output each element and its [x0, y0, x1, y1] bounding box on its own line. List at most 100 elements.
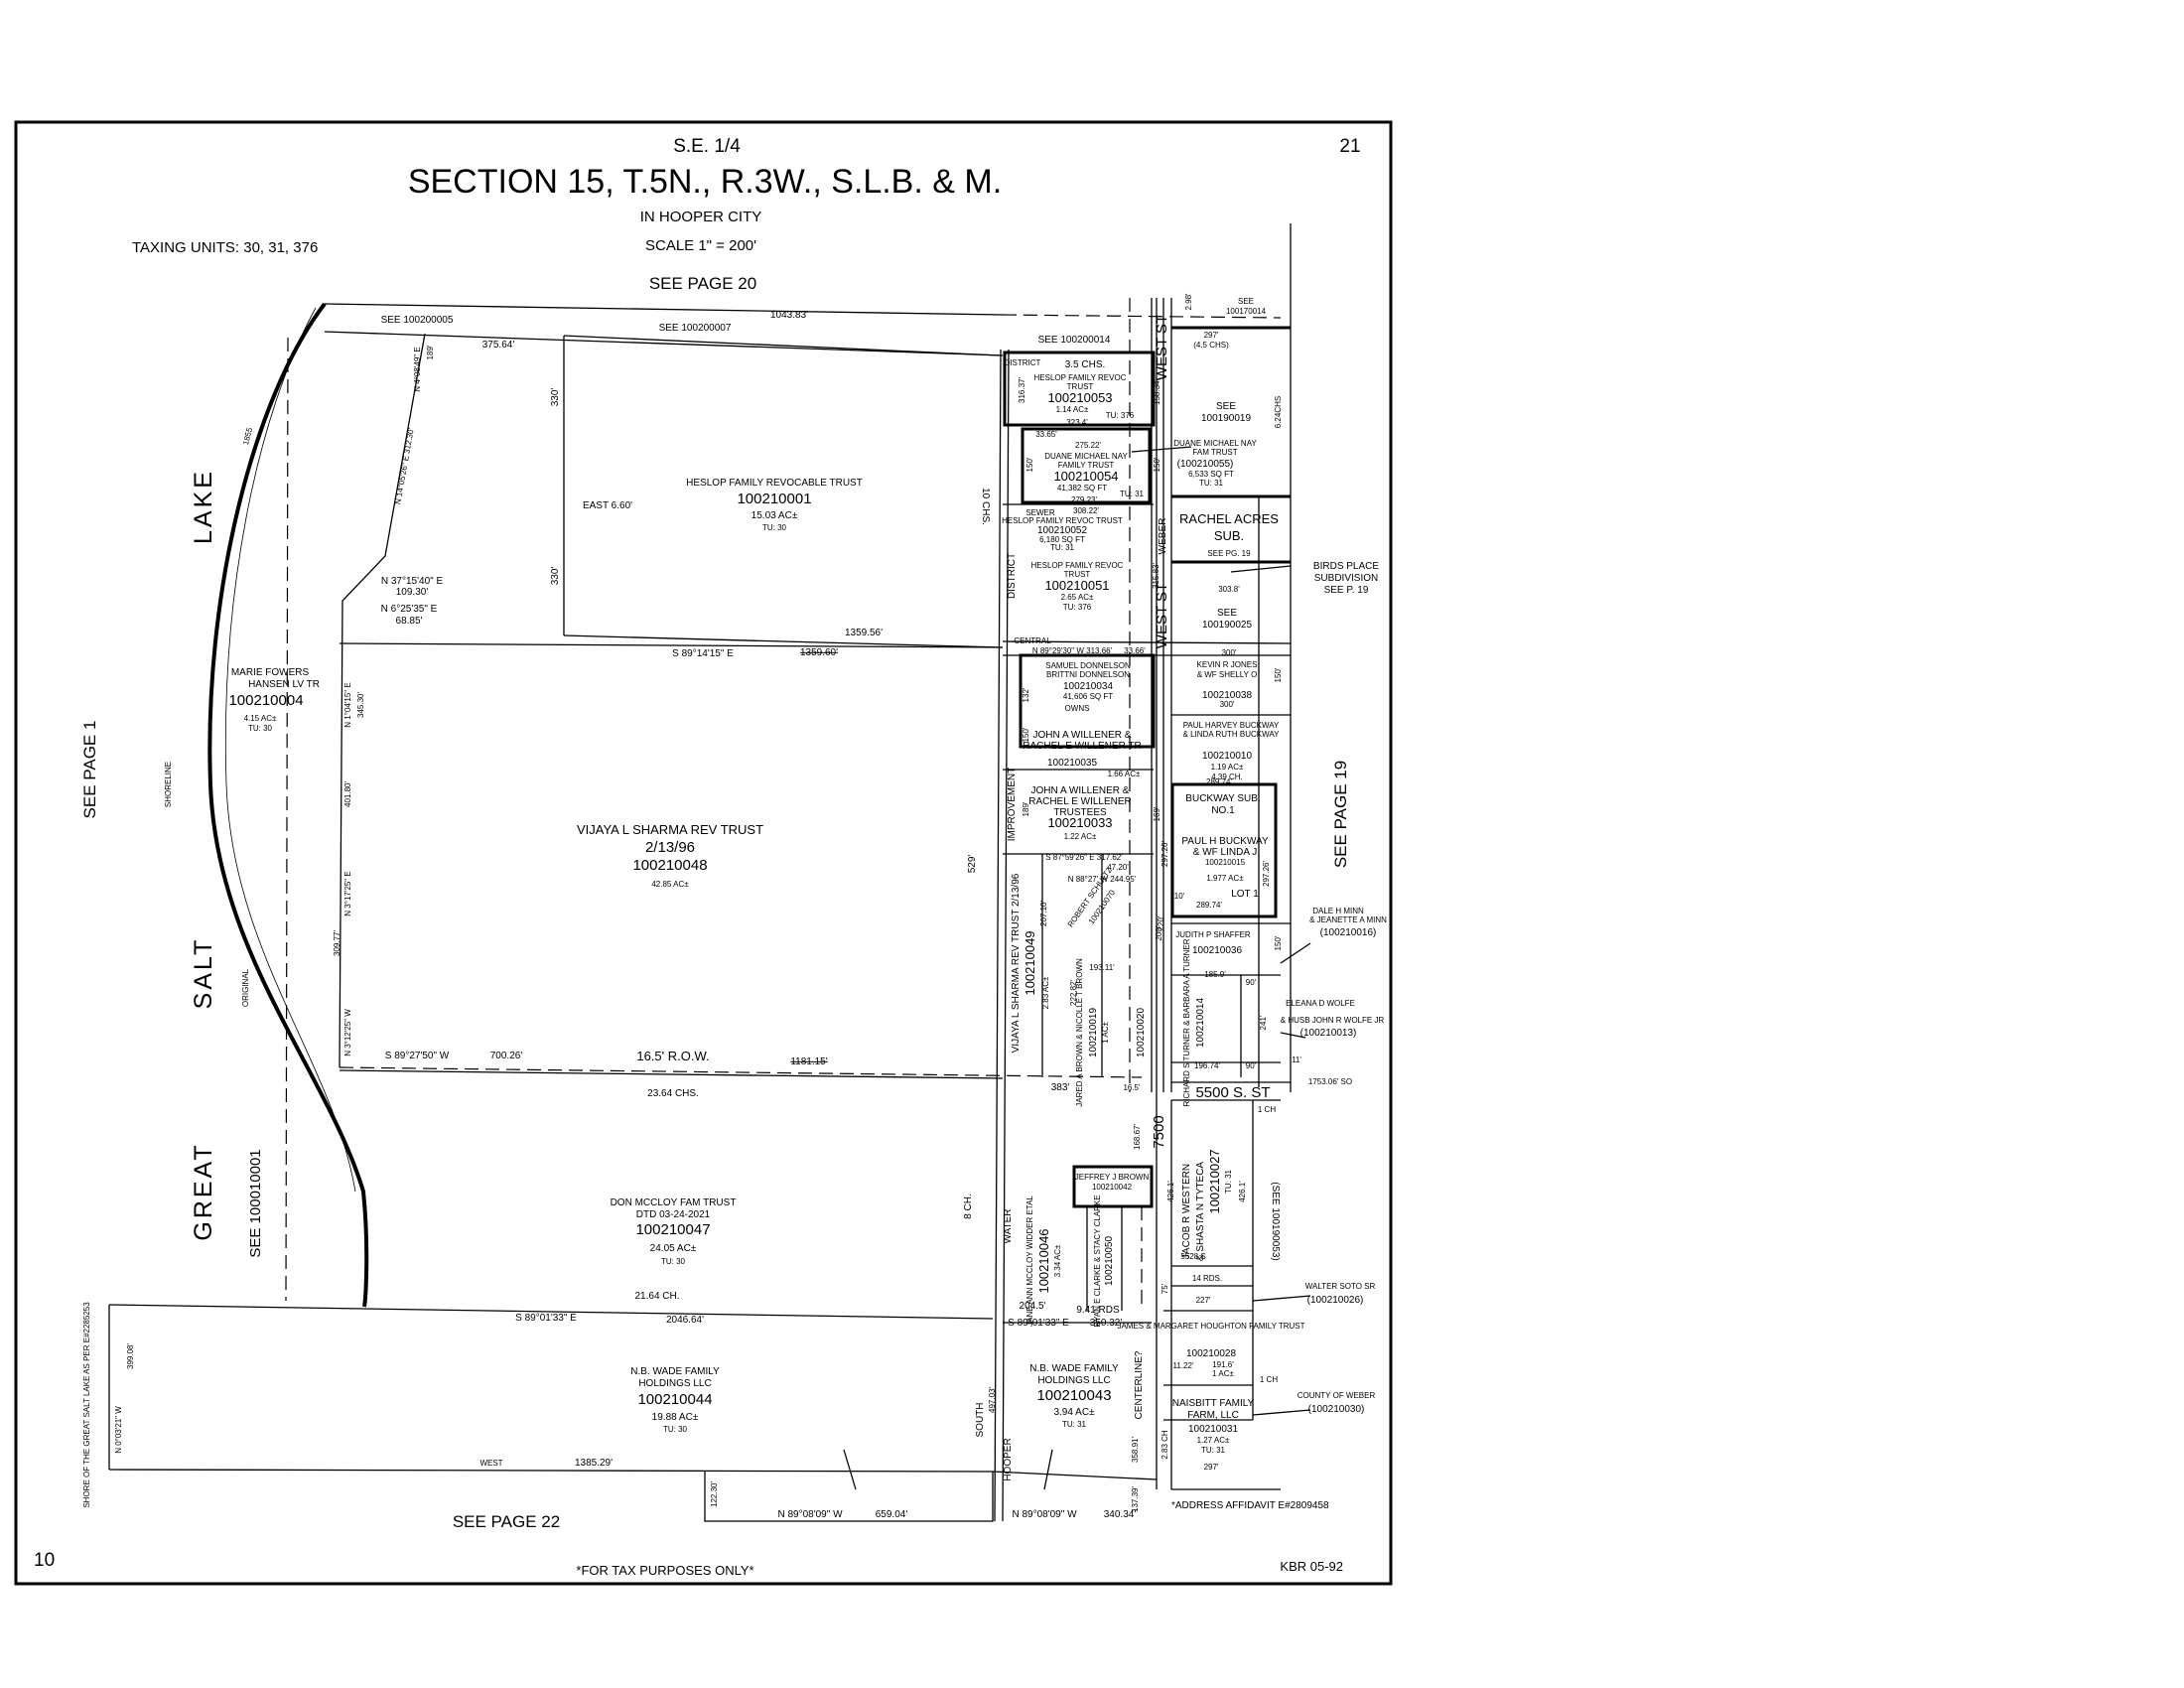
svg-text:100210004: 100210004	[228, 692, 303, 709]
svg-text:TRUST: TRUST	[1064, 570, 1091, 579]
svg-text:PAUL H BUCKWAY: PAUL H BUCKWAY	[1181, 836, 1269, 847]
svg-text:2.83 AC±: 2.83 AC±	[1041, 976, 1050, 1009]
svg-text:2.65 AC±: 2.65 AC±	[1061, 593, 1094, 602]
svg-text:TU: 31: TU: 31	[1199, 479, 1224, 488]
district-label-2: DISTRICT	[1007, 553, 1018, 599]
parcel-100210001: HESLOP FAMILY REVOCABLE TRUST 100210001 …	[686, 478, 863, 532]
svg-text:N 1°04'15" E: N 1°04'15" E	[343, 682, 352, 727]
svg-text:497.03': 497.03'	[988, 1387, 997, 1413]
west-call-label: WEST	[479, 1459, 502, 1468]
svg-text:VIJAYA L SHARMA REV TRUST 2/13: VIJAYA L SHARMA REV TRUST 2/13/96	[1011, 873, 1022, 1053]
see-100190025-a: SEE	[1217, 608, 1237, 619]
svg-text:100210046: 100210046	[1036, 1228, 1051, 1293]
parcel-100210044: N.B. WADE FAMILY HOLDINGS LLC 100210044 …	[630, 1366, 720, 1434]
svg-text:47.20': 47.20'	[1107, 863, 1129, 872]
west-st-label-2: WEST ST	[1154, 583, 1170, 648]
svg-text:DALE H MINN: DALE H MINN	[1312, 907, 1364, 915]
parcel-100210053: HESLOP FAMILY REVOC TRUST 100210053 1.14…	[1034, 373, 1135, 420]
see-100200007: SEE 100200007	[659, 323, 732, 334]
svg-text:90': 90'	[1246, 1061, 1257, 1070]
svg-text:N 37°15'40" E: N 37°15'40" E	[381, 576, 444, 587]
svg-text:SEE P. 19: SEE P. 19	[1324, 585, 1369, 596]
svg-text:168.67': 168.67'	[1133, 1124, 1142, 1150]
svg-text:JARED A BROWN & NICOLLE T BROW: JARED A BROWN & NICOLLE T BROWN	[1075, 958, 1084, 1107]
south-label: SOUTH	[975, 1403, 986, 1438]
svg-text:3.94 AC±: 3.94 AC±	[1053, 1407, 1095, 1418]
svg-text:100210031: 100210031	[1188, 1424, 1238, 1435]
see-page-1: SEE PAGE 1	[80, 721, 99, 819]
svg-text:204.5': 204.5'	[1020, 1301, 1046, 1312]
svg-text:24.05 AC±: 24.05 AC±	[650, 1243, 697, 1254]
svg-text:100210042: 100210042	[1092, 1183, 1133, 1192]
svg-text:100210048: 100210048	[632, 857, 707, 874]
svg-text:JUDITH P SHAFFER: JUDITH P SHAFFER	[1175, 930, 1251, 939]
parcel-100210051: HESLOP FAMILY REVOC TRUST 100210051 2.65…	[1031, 561, 1124, 612]
birds-place-subdivision: BIRDS PLACE SUBDIVISION SEE P. 19	[1313, 561, 1379, 596]
svg-text:150': 150'	[1274, 667, 1283, 682]
parcel-100210036: JUDITH P SHAFFER 100210036	[1175, 930, 1251, 956]
svg-text:5528 S: 5528 S	[1180, 1252, 1205, 1261]
svg-text:S 89°01'33" E: S 89°01'33" E	[1008, 1318, 1069, 1329]
svg-text:HESLOP FAMILY REVOC: HESLOP FAMILY REVOC	[1034, 373, 1127, 382]
svg-text:FAMILY TRUST: FAMILY TRUST	[1058, 461, 1115, 470]
quarter-label: S.E. 1/4	[673, 136, 741, 157]
svg-text:WALTER SOTO SR: WALTER SOTO SR	[1305, 1282, 1376, 1291]
svg-text:330': 330'	[550, 567, 561, 586]
parcel-100210042: JEFFREY J BROWN 100210042	[1075, 1173, 1150, 1192]
svg-text:& HUSB JOHN R WOLFE JR: & HUSB JOHN R WOLFE JR	[1281, 1016, 1385, 1025]
sewer-label: SEWER	[1025, 508, 1055, 517]
svg-text:JANE ANN MCCLOY WIDDER ETAL: JANE ANN MCCLOY WIDDER ETAL	[1025, 1196, 1034, 1327]
parcel-100210004: MARIE FOWERS HANSEN LV TR 100210004 4.15…	[228, 667, 319, 733]
svg-text:TU: 376: TU: 376	[1106, 411, 1135, 420]
buckway-subdivision: BUCKWAY SUB. NO.1	[1185, 793, 1260, 816]
svg-text:323.4': 323.4'	[1066, 418, 1088, 427]
svg-text:9.41 RDS: 9.41 RDS	[1076, 1305, 1120, 1316]
svg-text:1.19 AC±: 1.19 AC±	[1211, 763, 1244, 772]
svg-text:1043.83': 1043.83'	[770, 310, 808, 321]
svg-text:150': 150'	[1274, 935, 1283, 950]
see-100190019-a: SEE	[1216, 401, 1236, 412]
parcel-100210019: JARED A BROWN & NICOLLE T BROWN 10021001…	[1075, 958, 1110, 1107]
svg-text:1359.60': 1359.60'	[800, 647, 838, 658]
svg-text:100210050: 100210050	[1104, 1236, 1115, 1286]
svg-text:S 89°14'15" E: S 89°14'15" E	[672, 648, 734, 659]
svg-text:426.1': 426.1'	[1238, 1181, 1247, 1202]
svg-text:150': 150'	[1022, 727, 1030, 742]
svg-text:2.98': 2.98'	[1184, 293, 1193, 311]
svg-text:N 0°03'21" W: N 0°03'21" W	[114, 1406, 123, 1454]
hooper-label: HOOPER	[1003, 1438, 1014, 1480]
see-page-22: SEE PAGE 22	[453, 1512, 560, 1531]
svg-text:241': 241'	[1259, 1015, 1268, 1030]
parcel-100210034: SAMUEL DONNELSON BRITTNI DONNELSON 10021…	[1045, 661, 1131, 713]
svg-text:399.08': 399.08'	[126, 1343, 135, 1369]
see-100170014-b: 100170014	[1226, 307, 1267, 316]
svg-text:23.64 CHS.: 23.64 CHS.	[647, 1088, 699, 1099]
svg-text:(4.5 CHS): (4.5 CHS)	[1193, 341, 1229, 350]
parcel-100210055: DUANE MICHAEL NAY FAM TRUST (100210055) …	[1173, 439, 1257, 488]
weber-label: WEBER	[1158, 518, 1168, 555]
svg-text:& SHASTA N TYTECA: & SHASTA N TYTECA	[1195, 1162, 1206, 1262]
map-frame	[14, 120, 1393, 1586]
parcel-100210054: DUANE MICHAEL NAY FAMILY TRUST 100210054…	[1044, 452, 1144, 498]
svg-text:1 CH: 1 CH	[1260, 1375, 1278, 1384]
parcel-100210015: PAUL H BUCKWAY & WF LINDA J 100210015 1.…	[1181, 836, 1269, 900]
svg-text:316.37': 316.37'	[1018, 377, 1026, 403]
svg-text:HANSEN LV TR: HANSEN LV TR	[248, 679, 320, 690]
svg-text:DUANE MICHAEL NAY: DUANE MICHAEL NAY	[1044, 452, 1128, 461]
svg-text:340.34': 340.34'	[1104, 1509, 1137, 1520]
svg-text:33.66': 33.66'	[1124, 646, 1146, 655]
address-affidavit: *ADDRESS AFFIDAVIT E#2809458	[1171, 1500, 1329, 1511]
svg-text:N 88°27' W 244.95': N 88°27' W 244.95'	[1068, 875, 1137, 884]
svg-text:1.66 AC±: 1.66 AC±	[1108, 770, 1141, 778]
svg-text:RACHEL E WILLENER: RACHEL E WILLENER	[1028, 796, 1132, 807]
svg-text:122.30': 122.30'	[710, 1481, 719, 1507]
see-100170014-a: SEE	[1238, 297, 1254, 306]
svg-text:TRUST: TRUST	[1067, 382, 1094, 391]
west-st-label: WEST ST	[1154, 315, 1170, 380]
svg-text:185.9': 185.9'	[1204, 970, 1226, 979]
svg-text:14 RDS.: 14 RDS.	[1192, 1274, 1222, 1283]
scale-label: SCALE 1" = 200'	[645, 237, 756, 254]
see-page-19: SEE PAGE 19	[1331, 761, 1350, 868]
svg-text:TU: 31: TU: 31	[1201, 1446, 1226, 1455]
5500-s-st-label: 5500 S. ST	[1195, 1084, 1270, 1101]
